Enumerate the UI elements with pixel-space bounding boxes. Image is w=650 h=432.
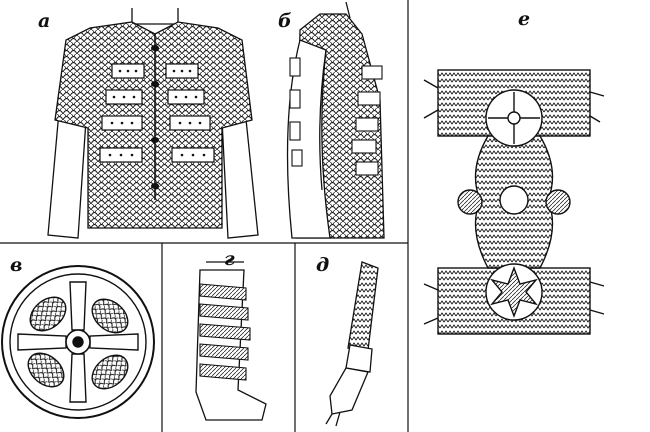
- panel-label-d: д: [316, 254, 330, 276]
- panel-label-g: г: [224, 248, 235, 270]
- panel-label-b: б: [278, 10, 292, 32]
- panel-a-chainmail-front: [47, 8, 259, 239]
- panel-label-a: а: [38, 10, 51, 32]
- panel-v-round-shield: [1, 265, 155, 419]
- panel-b-chainmail-side: [286, 1, 385, 239]
- panel-dividers: [0, 0, 409, 432]
- panel-label-e: е: [518, 8, 531, 30]
- panel-d-arm-bracer: [325, 261, 379, 427]
- panel-e-ornamented-plate: [423, 69, 605, 335]
- panel-g-leg-greave: [195, 261, 267, 421]
- panel-label-v: в: [10, 254, 23, 276]
